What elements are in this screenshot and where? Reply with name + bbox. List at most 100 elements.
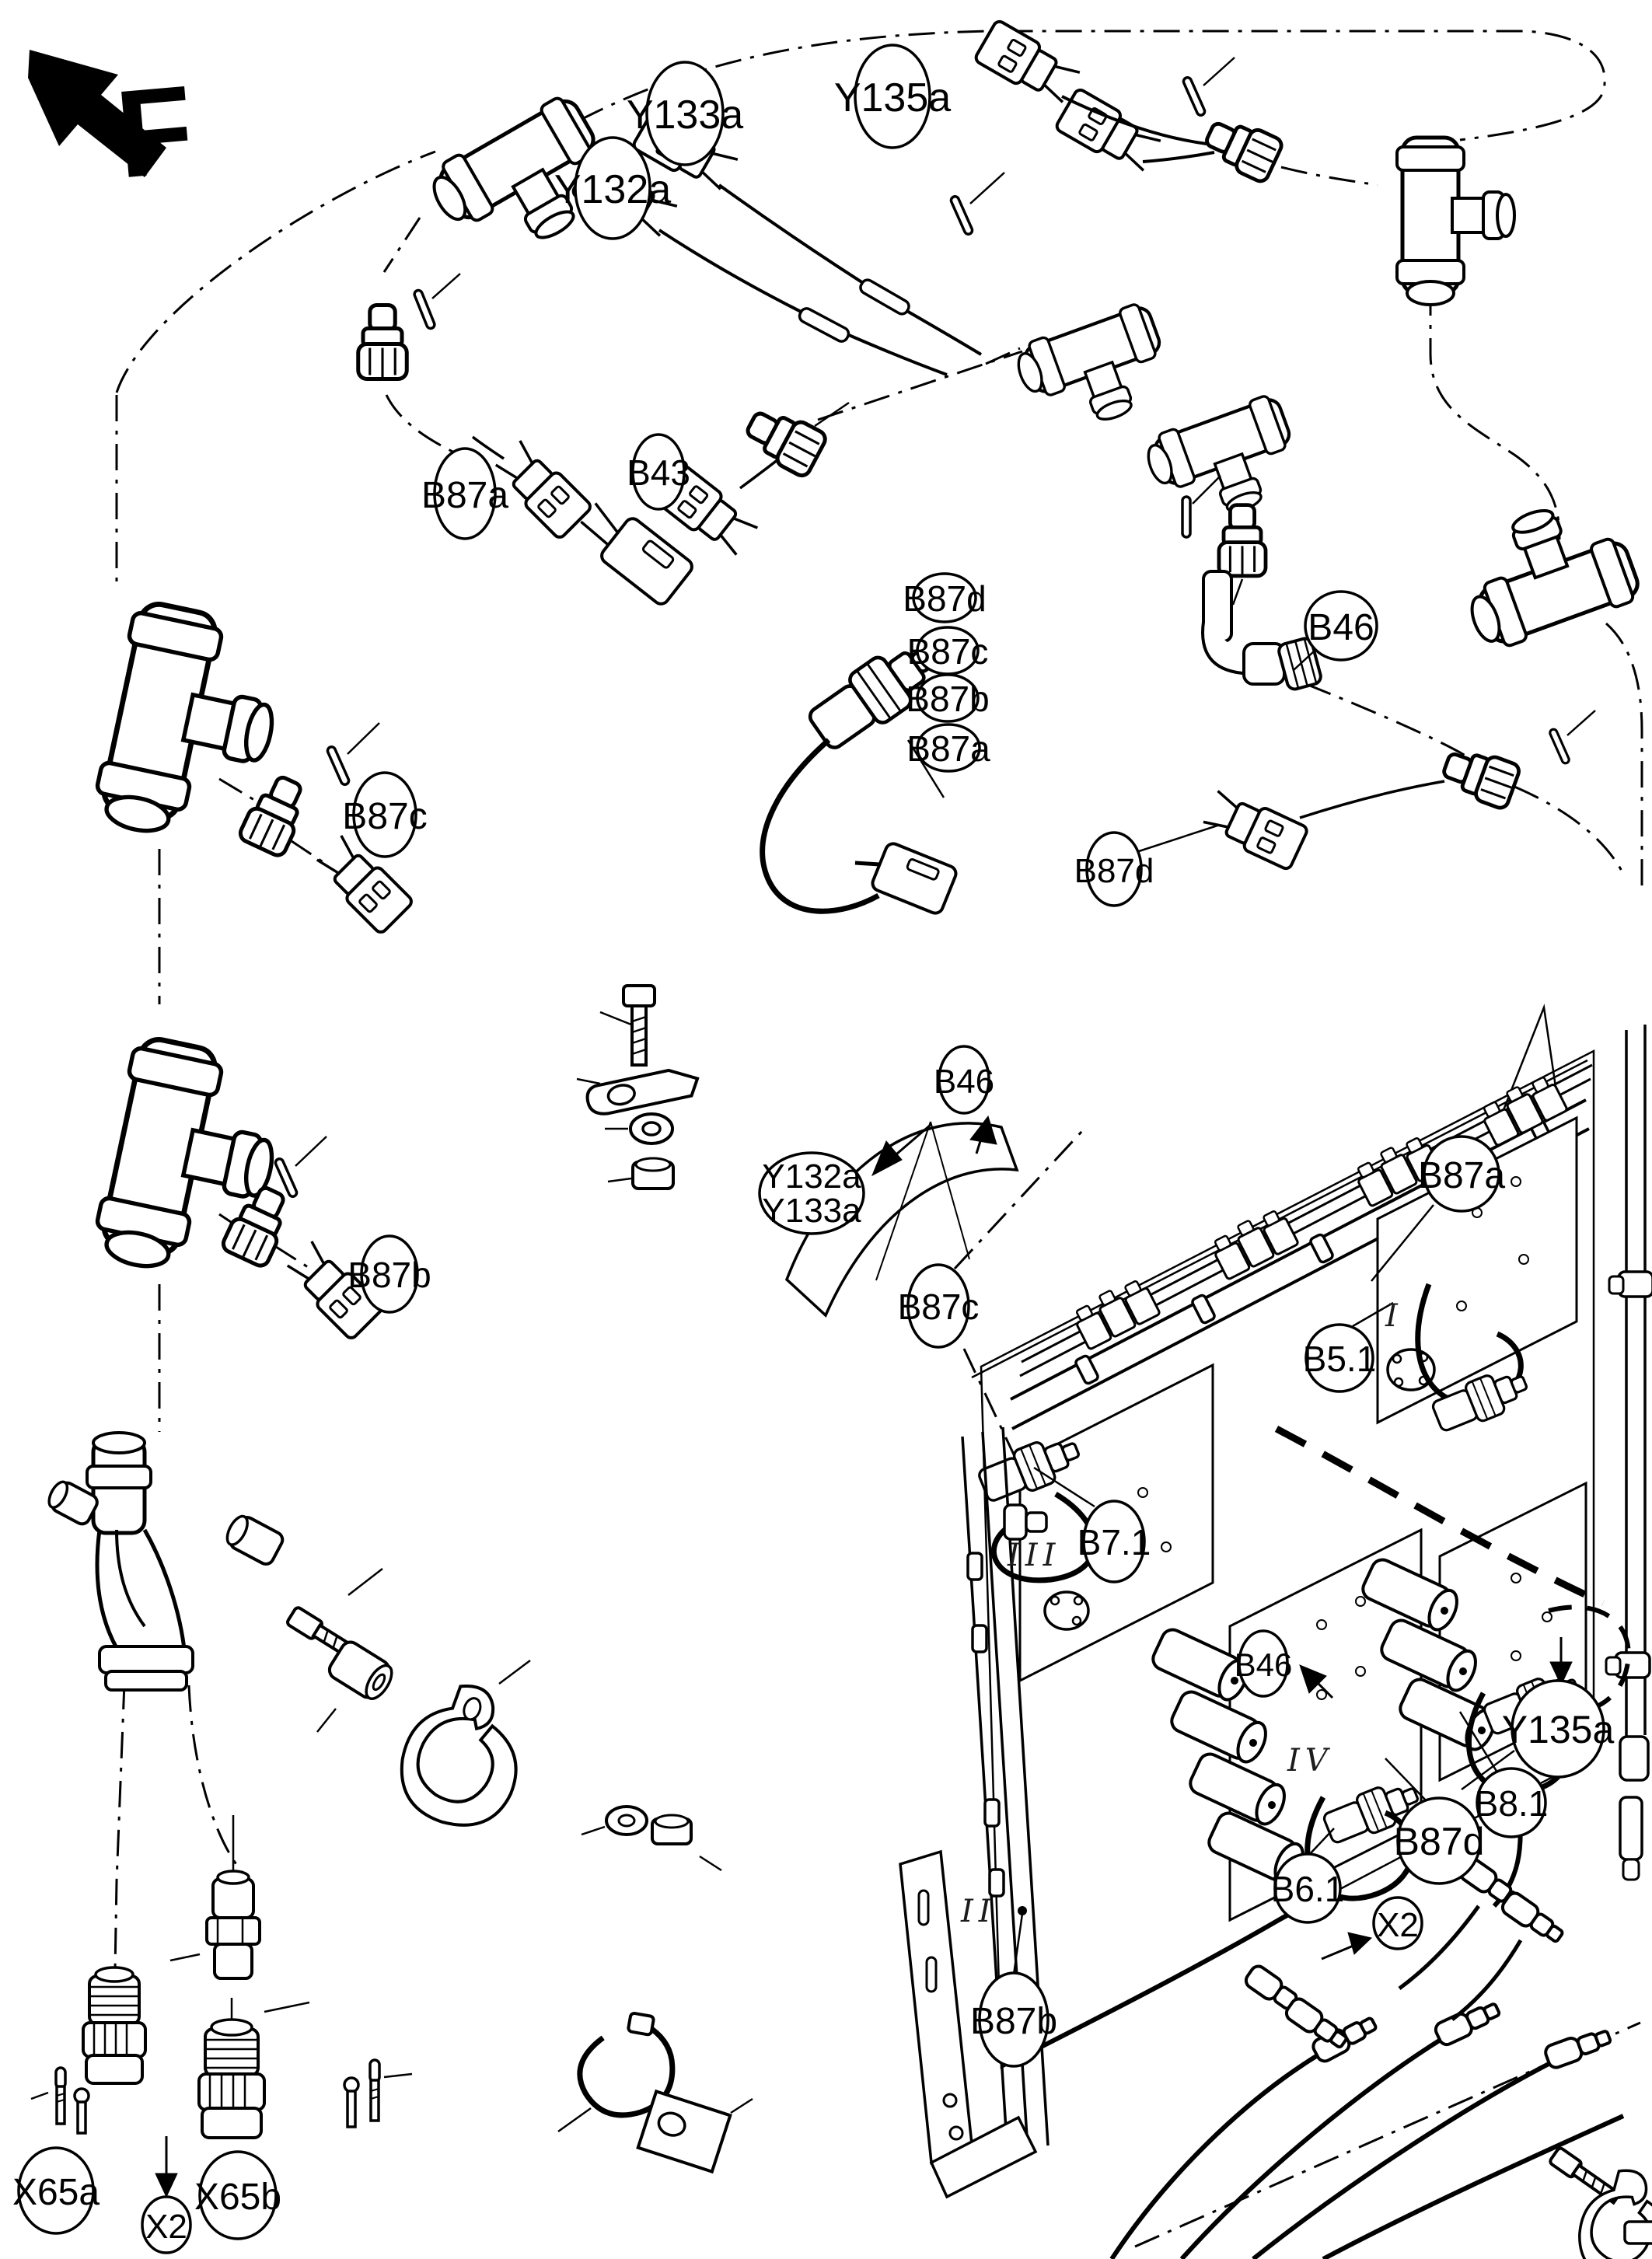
svg-text:Y132a: Y132a [762,1157,861,1196]
callouts: Y133a Y132a Y135a B87a B43 B87d B87c B87… [12,44,1614,2254]
gland-center [1219,505,1266,576]
leader-b87d-right [1136,824,1218,854]
removal-cone-lines [875,1121,970,1281]
cable-y133a-2 [718,183,983,356]
panel-rods [1499,1004,1561,1119]
callout-b87a-panel: B87a [1418,1135,1505,1213]
callout-b87c-stack: B87c [907,626,989,676]
svg-text:B87a: B87a [421,475,508,516]
pin-leader-b87c-left [347,722,380,755]
svg-text:B87b: B87b [348,1255,431,1295]
tie-leader [557,2107,592,2133]
svg-text:B5.1: B5.1 [1303,1339,1377,1379]
elbow-sensor-b46 [1201,570,1322,691]
callout-b46-top: B46 [1304,590,1378,662]
pin-leader-x65a [30,2091,49,2100]
connector-x65a [82,1953,201,2085]
pin-terminal-x65b-1 [343,2076,360,2128]
roll-pin-center [1181,495,1192,539]
svg-text:B87a: B87a [1418,1155,1505,1196]
connector-x65b [197,1998,310,2139]
svg-text:B87a: B87a [906,728,990,769]
callout-b87c-left: B87c [342,771,428,858]
gland-b87d-right [1438,742,1521,811]
callout-y135a-top: Y135a [834,44,951,149]
callout-x65b: X65b [194,2150,281,2240]
svg-text:X2: X2 [1377,1906,1419,1944]
connector-y135a-1 [972,18,1084,110]
route-t3-to-t4 [1429,289,1561,540]
plate-leader [730,2097,753,2114]
wire-b87d-right [1299,780,1445,819]
svg-text:B87c: B87c [342,796,427,837]
callout-b87d-lower: B87d [1394,1796,1485,1885]
callout-b87b-left: B87b [348,1234,431,1314]
cable-harness [1109,1854,1652,2259]
callout-x65a: X65a [12,2146,100,2235]
callout-x2-bottom: X2 [141,2195,192,2254]
pin-terminal-x65b-2 [368,2058,381,2122]
phantom-cable-1 [1274,1426,1605,1607]
pin-leader-y135a [1203,57,1235,86]
panel-section-label-iii: III [1007,1538,1060,1573]
pin-leader [431,273,461,299]
panel-section-label-i: I [1385,1298,1403,1334]
tee-fitting-center-b [1141,393,1309,535]
svg-text:B87d: B87d [1394,1820,1485,1863]
pin-terminal-x65a-1 [54,2066,67,2125]
cable-y135a-1 [1061,95,1207,145]
svg-text:B46: B46 [934,1063,994,1101]
callout-b8-1: B8.1 [1475,1767,1549,1838]
roll-pin-y133a [948,194,975,237]
callout-b87b-stack: B87b [906,673,990,723]
line-gland-elbow [1231,578,1244,606]
manifold-block-1 [1376,1116,1578,1438]
connector-b87d-right [1198,785,1311,872]
svg-text:Y132a: Y132a [554,167,671,212]
pointer-arrows [155,1115,1573,2198]
svg-text:Y133a: Y133a [627,93,743,138]
panel-right-rail [1605,1025,1652,1881]
svg-text:B87d: B87d [903,578,986,619]
pin-leader-b87d [1566,710,1596,736]
callout-y135a-lower: Y135a [1502,1679,1614,1779]
roll-pin-y135a [1181,75,1207,118]
svg-text:B87c: B87c [898,1287,980,1327]
panel-bracket [899,1849,1038,2199]
y-fitting-left-lower [47,1431,285,1692]
svg-text:B46: B46 [1235,1646,1293,1683]
route-left-5 [187,1685,246,1877]
clamp-assembly-center [286,1568,722,1872]
gland-fitting-top-left [358,306,407,379]
pin-leader-center [1192,475,1221,505]
svg-text:B8.1: B8.1 [1475,1783,1549,1824]
roll-pin-b87c-left [325,744,351,787]
cable-sleeve-1 [798,307,850,343]
callout-b87b-lower: B87b [970,1971,1057,2068]
panel-section-label-ii: II [960,1894,997,1929]
svg-text:B87c: B87c [907,631,989,672]
svg-text:B87b: B87b [906,679,989,719]
direction-arrow-icon [28,50,166,177]
arrow-y135a-lower [1549,1661,1573,1687]
tee-fitting-top-right [1397,138,1514,305]
route-gland-conn-b87a [385,394,472,462]
route-left-4 [114,1682,126,1971]
cable-sleeve-2 [859,278,910,316]
sensor-cable-b87 [760,738,880,914]
arrow-x2-bottom [155,2173,178,2198]
label-plate [636,2089,732,2174]
sensor-leader [906,739,945,798]
arrow-y132a-panel [871,1140,903,1177]
route-gland-conn-b87b [273,1244,309,1269]
route-right-edge [1605,622,1643,894]
callout-x2-right: X2 [1372,1896,1423,1950]
callout-b46-panel: B46 [934,1045,994,1115]
gland-b43 [740,401,828,479]
svg-text:X65a: X65a [12,2172,100,2213]
roll-pin-b87d [1547,727,1572,766]
pin-leader-b87b-left [295,1136,327,1167]
callout-b46-lower: B46 [1235,1629,1293,1698]
